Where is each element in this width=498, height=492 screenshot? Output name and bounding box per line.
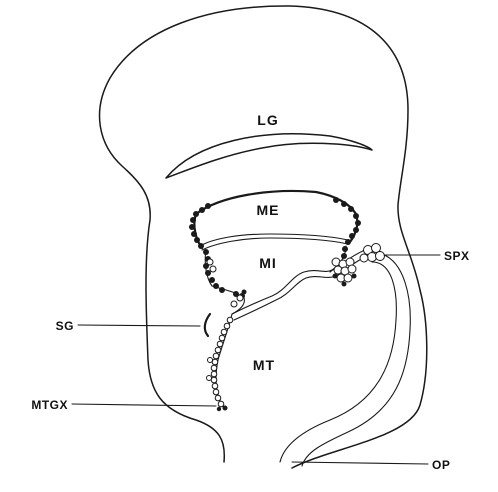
label-lg: LG [257, 112, 278, 128]
label-op: OP [432, 458, 450, 472]
me-right-cell-cluster [332, 213, 361, 287]
me-lower-boundary-2 [202, 238, 348, 250]
nerve-channel-inner [280, 262, 396, 462]
mtgx-leader-line [72, 404, 216, 406]
label-mtgx: MTGX [31, 398, 68, 412]
spx-cell-cluster [360, 244, 385, 263]
label-mt: MT [253, 357, 275, 373]
me-left-cell-cluster [189, 211, 245, 299]
lobe-outline [100, 6, 427, 468]
label-mi: MI [259, 255, 277, 271]
label-sg: SG [56, 319, 74, 333]
mtgx-cell-column [207, 317, 233, 411]
label-spx: SPX [444, 249, 470, 263]
label-me: ME [257, 202, 280, 218]
op-leader-line [292, 462, 428, 464]
sg-leader-line [78, 325, 200, 326]
lamina-ganglionaris [166, 134, 372, 178]
sinus-gland [205, 314, 210, 336]
